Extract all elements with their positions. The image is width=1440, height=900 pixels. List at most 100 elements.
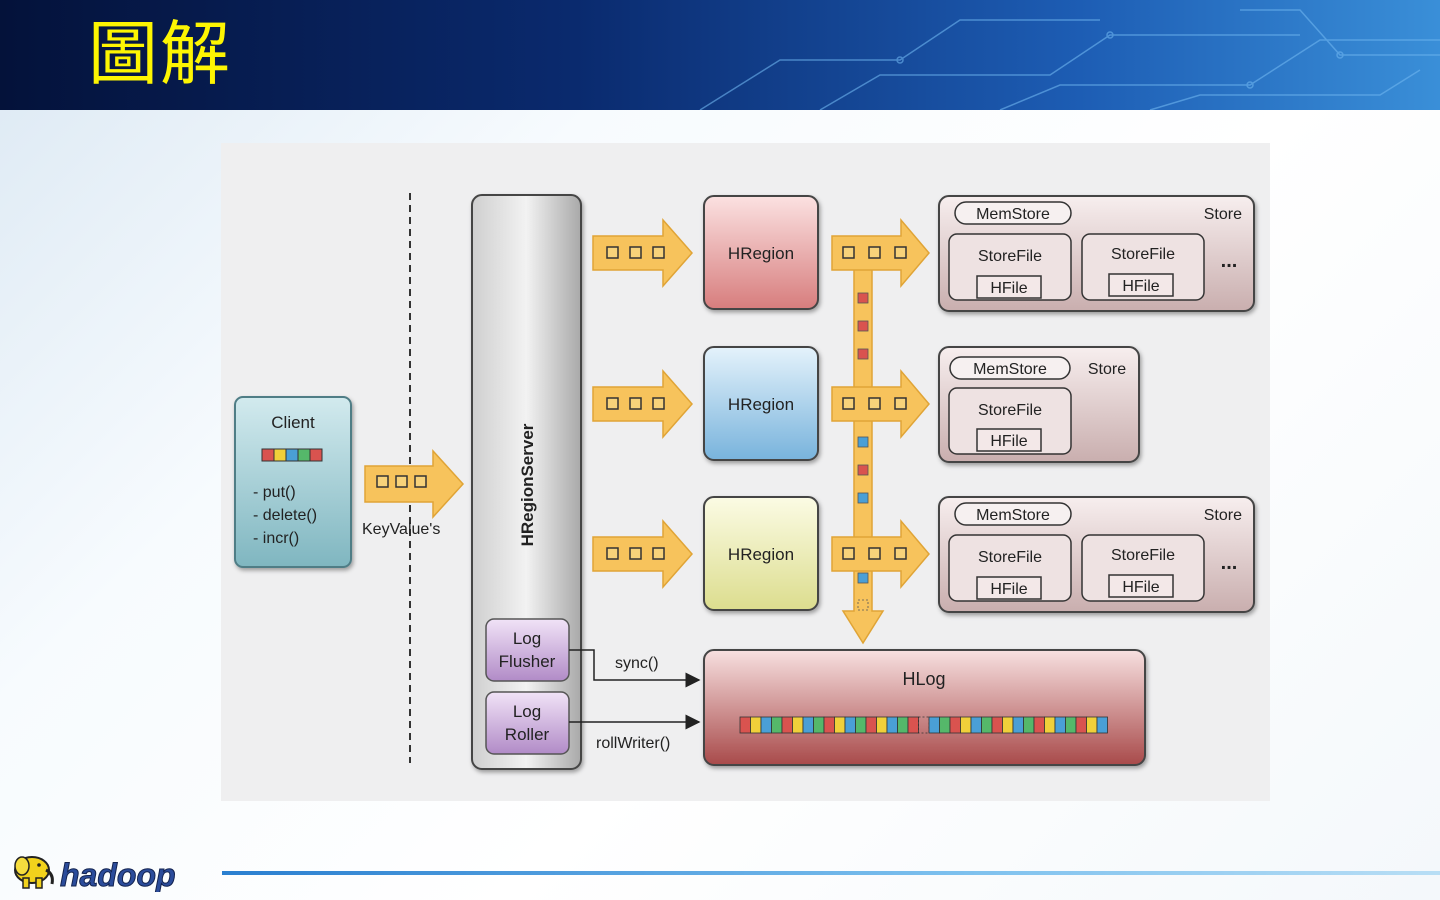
region-to-store-arrow-2 bbox=[831, 368, 930, 440]
hadoop-wordmark: hadoop bbox=[60, 857, 176, 892]
store-1-ellipsis: ... bbox=[1221, 250, 1238, 272]
store-1-hfile-2-label: HFile bbox=[1122, 278, 1159, 295]
region-to-hlog-arrow bbox=[841, 262, 885, 645]
server-to-region-arrow-3 bbox=[592, 519, 693, 589]
hregion-1-label: HRegion bbox=[728, 244, 794, 263]
hregion-2: HRegion bbox=[703, 346, 819, 461]
hlog-entry bbox=[823, 716, 835, 734]
hlog-entry bbox=[855, 716, 867, 734]
diagram-canvas: Client - put() - delete() - incr() KeyVa… bbox=[234, 193, 1255, 770]
server-to-region-arrows bbox=[592, 218, 693, 589]
hlog-entry bbox=[970, 716, 982, 734]
store-3-memstore bbox=[954, 502, 1072, 526]
store-3-storefile-2: StoreFile HFile bbox=[1081, 534, 1205, 602]
region-to-store-arrow-1 bbox=[831, 217, 930, 289]
footer-divider bbox=[222, 871, 1440, 875]
log-roller-line1: Log bbox=[513, 702, 541, 721]
hlog-entry bbox=[928, 716, 940, 734]
store-1-hfile-1-label: HFile bbox=[990, 280, 1027, 297]
hlog-entry bbox=[876, 716, 888, 734]
slide-header: 圖解 bbox=[0, 0, 1440, 110]
hlog-entry bbox=[771, 716, 783, 734]
client-method-put: - put() bbox=[253, 484, 296, 501]
hlog-entry bbox=[991, 716, 1003, 734]
hlog-entry bbox=[918, 716, 930, 734]
store-1: MemStore Store StoreFile HFile StoreFile… bbox=[938, 195, 1255, 312]
store-2-label: Store bbox=[1088, 361, 1126, 378]
hlog-entry bbox=[760, 716, 772, 734]
log-flusher-line2: Flusher bbox=[499, 652, 556, 671]
log-connectors: sync() rollWriter() bbox=[569, 649, 701, 752]
store-3: MemStore Store StoreFile HFile StoreFile… bbox=[938, 496, 1255, 613]
roll-label: rollWriter() bbox=[596, 735, 670, 752]
server-to-region-arrow-1 bbox=[592, 218, 693, 288]
store-3-memstore-label: MemStore bbox=[976, 507, 1050, 524]
hlog-entry bbox=[907, 716, 919, 734]
store-2: MemStore Store StoreFile HFile bbox=[938, 346, 1140, 463]
sync-label: sync() bbox=[615, 655, 659, 672]
store-2-hfile-label: HFile bbox=[990, 433, 1027, 450]
store-3-hfile-2-label: HFile bbox=[1122, 579, 1159, 596]
store-1-storefile-1: StoreFile HFile bbox=[948, 233, 1072, 301]
hlog-entry bbox=[792, 716, 804, 734]
region-server: HRegionServer Log Flusher Log Roller bbox=[471, 194, 582, 770]
log-roller-line2: Roller bbox=[505, 725, 550, 744]
elephant-icon bbox=[14, 856, 54, 889]
hlog-entry bbox=[1075, 716, 1087, 734]
store-2-storefile-1: StoreFile HFile bbox=[948, 387, 1072, 455]
region-to-store-arrows bbox=[831, 217, 930, 590]
hregion-3: HRegion bbox=[703, 496, 819, 611]
slide-title: 圖解 bbox=[88, 13, 232, 95]
store-1-storefile-1-label: StoreFile bbox=[978, 248, 1042, 265]
hlog-entry bbox=[1065, 716, 1077, 734]
hlog-entry bbox=[750, 716, 762, 734]
hregion-3-label: HRegion bbox=[728, 545, 794, 564]
hlog-entry bbox=[960, 716, 972, 734]
store-3-storefile-1: StoreFile HFile bbox=[948, 534, 1072, 602]
hlog-entry bbox=[1086, 716, 1098, 734]
hlog-entry bbox=[1023, 716, 1035, 734]
store-1-storefile-2: StoreFile HFile bbox=[1081, 233, 1205, 301]
sync-connector bbox=[569, 649, 701, 688]
hlog-entry bbox=[844, 716, 856, 734]
hlog-entries bbox=[739, 716, 1108, 734]
hlog-entry bbox=[1002, 716, 1014, 734]
hlog-entry bbox=[802, 716, 814, 734]
store-2-memstore bbox=[949, 356, 1071, 380]
hlog-entry bbox=[1054, 716, 1066, 734]
store-1-memstore bbox=[954, 201, 1072, 225]
hlog-entry bbox=[949, 716, 961, 734]
server-to-region-arrow-2 bbox=[592, 369, 693, 439]
hlog-entry bbox=[834, 716, 846, 734]
hlog-entry bbox=[897, 716, 909, 734]
store-3-storefile-1-label: StoreFile bbox=[978, 549, 1042, 566]
hlog-entry bbox=[939, 716, 951, 734]
hregion-2-label: HRegion bbox=[728, 395, 794, 414]
hlog-entry bbox=[813, 716, 825, 734]
hlog-entry bbox=[865, 716, 877, 734]
client-box: Client - put() - delete() - incr() bbox=[234, 396, 352, 568]
store-3-label: Store bbox=[1204, 507, 1242, 524]
hlog-entry bbox=[1044, 716, 1056, 734]
hlog-entry bbox=[1096, 716, 1108, 734]
store-1-storefile-2-label: StoreFile bbox=[1111, 246, 1175, 263]
hlog-box: HLog bbox=[703, 649, 1146, 766]
store-2-storefile-1-label: StoreFile bbox=[978, 402, 1042, 419]
hlog-entry bbox=[1033, 716, 1045, 734]
hlog-label: HLog bbox=[902, 669, 945, 689]
store-3-hfile-1-label: HFile bbox=[990, 581, 1027, 598]
hlog-entry bbox=[981, 716, 993, 734]
hlog-entry bbox=[781, 716, 793, 734]
store-1-memstore-label: MemStore bbox=[976, 206, 1050, 223]
log-flusher: Log Flusher bbox=[485, 618, 570, 682]
client-method-delete: - delete() bbox=[253, 507, 317, 524]
region-to-store-arrow-3 bbox=[831, 518, 930, 590]
client-to-server-arrow: KeyValue's bbox=[362, 449, 465, 538]
store-3-storefile-2-label: StoreFile bbox=[1111, 547, 1175, 564]
hadoop-logo: hadoop bbox=[14, 856, 176, 892]
keyvalue-label: KeyValue's bbox=[362, 521, 440, 538]
hlog-entry bbox=[1012, 716, 1024, 734]
store-1-label: Store bbox=[1204, 206, 1242, 223]
hlog-entry bbox=[886, 716, 898, 734]
hregion-1: HRegion bbox=[703, 195, 819, 310]
